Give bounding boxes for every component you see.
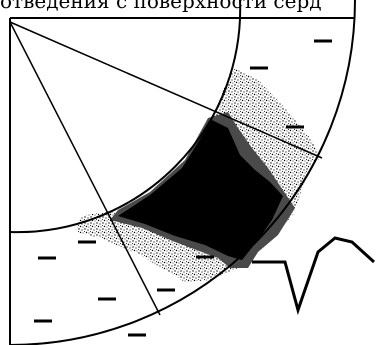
- radial-line-left: [10, 22, 160, 315]
- radial-line-right: [10, 22, 322, 158]
- electrode-trace: [252, 238, 374, 310]
